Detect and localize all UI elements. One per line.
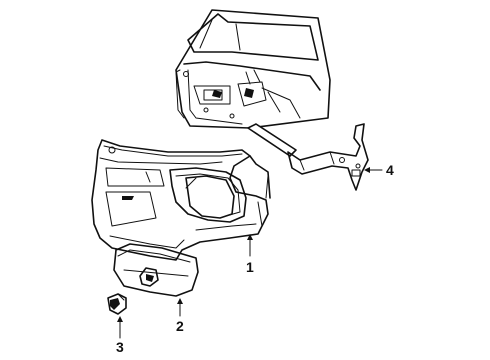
leader-lines: [117, 167, 383, 339]
callout-4: 4: [386, 162, 394, 178]
callout-3: 3: [116, 339, 124, 355]
callout-1: 1: [246, 259, 254, 275]
door-frame-illustration: [175, 9, 331, 129]
clip-part-3: [107, 293, 127, 315]
trim-panel-part-1: [91, 139, 271, 261]
callout-2: 2: [176, 318, 184, 334]
bracket-part-4: [247, 123, 369, 191]
cover-part-2: [113, 243, 199, 297]
